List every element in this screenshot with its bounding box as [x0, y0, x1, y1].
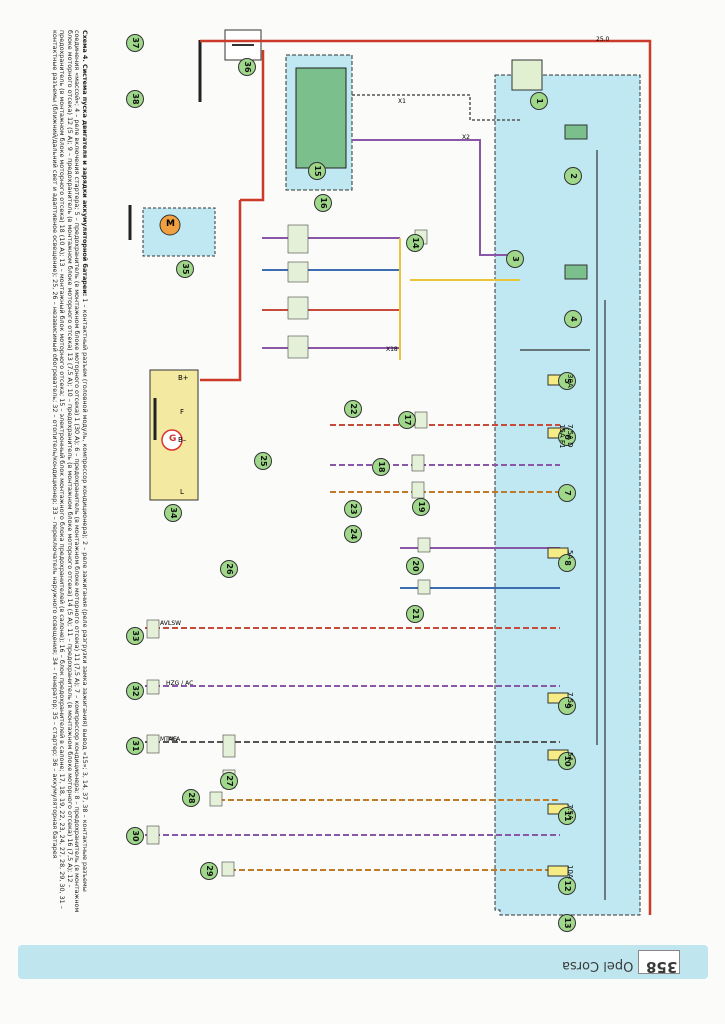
component-marker-32: 32 — [126, 682, 144, 700]
component-marker-1: 1 — [530, 92, 548, 110]
component-marker-16: 16 — [314, 194, 332, 212]
label-mtag: MTAG — [160, 736, 178, 743]
fuse-label-5: 30A — [566, 374, 574, 388]
component-marker-34: 34 — [164, 504, 182, 522]
component-marker-23: 23 — [344, 500, 362, 518]
footer-bar — [18, 945, 708, 979]
component-marker-29: 29 — [200, 862, 218, 880]
component-marker-15: 15 — [308, 162, 326, 180]
component-marker-35: 35 — [176, 260, 194, 278]
component-marker-28: 28 — [182, 789, 200, 807]
label-lsw: LSW — [168, 620, 182, 627]
component-marker-36: 36 — [238, 58, 256, 76]
starter-box — [142, 207, 216, 257]
fuse-label-12: 10A — [566, 865, 574, 879]
component-marker-17: 17 — [398, 411, 416, 429]
wire-x1 — [352, 94, 520, 121]
starter-feed-wire — [240, 50, 265, 202]
label-x1: X1 — [398, 98, 406, 105]
page-number: 358 — [646, 958, 678, 976]
component-marker-3: 3 — [506, 250, 524, 268]
ignition-relay — [564, 124, 588, 140]
component-marker-2: 2 — [564, 167, 582, 185]
label-b-plus: B+ — [178, 374, 189, 382]
connector-tags — [146, 224, 431, 877]
label-x2: X2 — [462, 134, 470, 141]
page-number-box — [638, 950, 680, 974]
generator-feed-wire — [200, 200, 242, 382]
component-marker-27: 27 — [220, 772, 238, 790]
fuse-label-9: 7.5A — [566, 692, 574, 708]
component-marker-31: 31 — [126, 737, 144, 755]
starter-relay — [564, 264, 588, 280]
label-hzg: HZG / AC — [166, 680, 194, 687]
component-marker-18: 18 — [372, 458, 390, 476]
generator-icon — [161, 429, 183, 451]
connector-1 — [511, 59, 543, 91]
component-marker-20: 20 — [406, 557, 424, 575]
component-marker-22: 22 — [344, 400, 362, 418]
component-marker-24: 24 — [344, 525, 362, 543]
component-marker-7: 7 — [558, 484, 576, 502]
label-g: G — [169, 434, 177, 444]
brand-name: Opel Corsa — [562, 958, 634, 973]
component-marker-12: 12 — [558, 877, 576, 895]
component-marker-14: 14 — [406, 234, 424, 252]
label-mfa: MFA — [168, 736, 181, 743]
component-marker-38: 38 — [126, 90, 144, 108]
electronic-module-block — [295, 67, 347, 169]
fuse-label-8: 5A — [566, 550, 574, 560]
label-b-minus: B– — [178, 436, 187, 444]
component-marker-33: 33 — [126, 627, 144, 645]
label-wire-25-top: 25.0 — [596, 36, 610, 43]
fuse-label-6b: 15A F1 — [558, 424, 566, 449]
label-term-l: L — [180, 488, 184, 496]
starter-motor-icon — [159, 214, 181, 236]
component-marker-30: 30 — [126, 827, 144, 845]
label-m: M — [166, 219, 175, 229]
fuse-label-11: 7.5A — [566, 804, 574, 820]
component-marker-26: 26 — [220, 560, 238, 578]
fuse-label-6a: 7.5A D — [566, 424, 574, 448]
fuse-label-10: 5A — [566, 752, 574, 762]
component-marker-4: 4 — [564, 310, 582, 328]
component-marker-25: 25 — [254, 452, 272, 470]
wire-x2 — [352, 139, 520, 256]
label-avl: AVL — [160, 620, 172, 627]
component-marker-21: 21 — [406, 605, 424, 623]
label-x18: X18 — [386, 346, 398, 353]
component-marker-19: 19 — [412, 498, 430, 516]
label-term-f: F — [180, 408, 185, 416]
component-marker-13: 13 — [558, 914, 576, 932]
bus-lines — [145, 237, 560, 871]
battery-main-wire — [200, 39, 652, 915]
component-marker-37: 37 — [126, 34, 144, 52]
